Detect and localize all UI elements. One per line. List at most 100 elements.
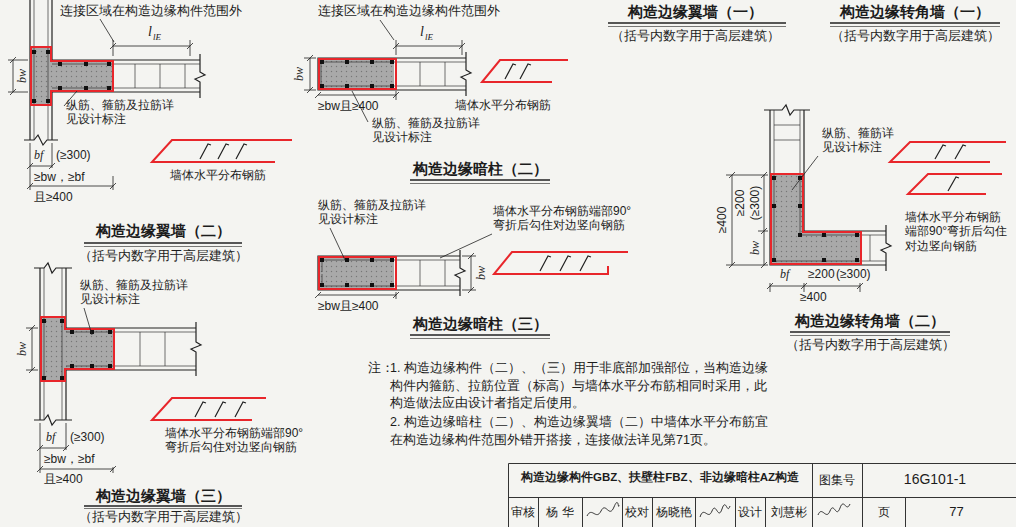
flange-wall-figure [34, 0, 200, 140]
hidden-column-figure [370, 258, 374, 262]
flange-wall-figure [32, 50, 36, 54]
dimension-line [330, 228, 345, 260]
title-underline [608, 23, 1000, 27]
flange-wall-figure [41, 317, 114, 381]
flange-wall-figure [84, 505, 242, 507]
flange-wall-figure [46, 99, 50, 103]
hidden-column-figure [322, 260, 460, 286]
dimension-line [315, 91, 399, 100]
flange-wall-figure [24, 0, 205, 145]
figure-title: 构造边缘转角墙（二） [780, 312, 960, 330]
signature [587, 502, 619, 516]
hidden-column-figure [345, 84, 349, 88]
flange-wall-figure [152, 140, 292, 162]
title-block-cell: 杨 华 [538, 505, 582, 519]
title-underline [608, 22, 1000, 24]
hidden-column-figure [505, 64, 531, 79]
figure-title: 构造边缘翼墙（一） [600, 3, 790, 21]
figure-title: 构造边缘转角墙（一） [820, 3, 1010, 21]
flange-wall-figure [152, 398, 266, 420]
hidden-column-figure [321, 62, 466, 86]
signature [818, 504, 850, 515]
flange-wall-figure [42, 319, 46, 323]
flange-wall-figure [26, 263, 266, 509]
hidden-column-figure [370, 84, 374, 88]
hidden-column-figure [345, 60, 349, 64]
title-block-cell: 构造边缘构件GBZ、扶壁柱FBZ、非边缘暗柱AZ构造 [508, 471, 812, 485]
dimension-label: ≥400 [800, 290, 827, 304]
dimension-line [315, 228, 492, 299]
hidden-column-figure [320, 60, 394, 88]
flange-wall-figure [51, 61, 113, 91]
dimension-label: bf [34, 148, 43, 162]
corner-wall-figure [822, 233, 826, 237]
flange-wall-figure [107, 62, 111, 66]
flange-wall-figure [84, 86, 88, 90]
dimension-label: (≥300) [70, 430, 105, 444]
flange-wall-figure [191, 322, 201, 376]
corner-wall-figure [798, 233, 802, 237]
corner-wall-figure [908, 174, 1002, 194]
callout-text: 纵筋、箍筋及拉筋详见设计标注 [318, 198, 430, 227]
flange-wall-figure [58, 62, 62, 66]
dimension-label: ≥bw且≥400 [318, 99, 379, 113]
flange-wall-figure [60, 319, 64, 323]
callout-text: 墙体水平分布钢筋 [170, 168, 266, 182]
flange-wall-figure [70, 364, 74, 368]
flange-wall-figure [34, 263, 72, 273]
hidden-column-figure [482, 60, 568, 82]
dimension-label: l [420, 24, 424, 41]
callout-text: 连接区域在构造边缘构件范围外 [318, 3, 500, 19]
title-block-cell: 审核 [508, 505, 538, 519]
dimension-line [110, 40, 193, 56]
hidden-column-figure [318, 52, 471, 96]
hidden-column-figure [322, 260, 460, 286]
flange-wall-figure [32, 50, 111, 103]
hidden-column-figure [320, 84, 324, 88]
dimension-label: bf [780, 267, 789, 281]
hidden-column-figure [390, 283, 394, 287]
dimension-line [27, 163, 55, 169]
hidden-column-figure [494, 252, 628, 274]
dimension-line [304, 20, 465, 122]
dimension-label: ≥200 [808, 267, 835, 281]
corner-wall-figure [772, 233, 860, 263]
callout-text: 纵筋、箍筋及拉筋详见设计标注 [372, 116, 484, 145]
callout-text: 墙体水平分布钢筋端部90°弯折后勾住对边竖向钢筋 [493, 204, 638, 233]
hidden-column-figure [345, 258, 349, 262]
dimension-line [8, 19, 193, 190]
figure-title: 构造边缘暗柱（二） [395, 160, 565, 178]
flange-wall-figure [60, 376, 64, 380]
callout-text: 连接区域在构造边缘构件范围外 [60, 3, 242, 19]
title-block [509, 464, 1016, 527]
flange-wall-figure [70, 330, 74, 334]
hidden-column-figure [410, 183, 550, 184]
flange-wall-figure [84, 246, 242, 247]
hidden-column-figure [370, 60, 374, 64]
flange-wall-figure [34, 263, 201, 425]
corner-wall-figure [822, 258, 826, 262]
corner-wall-figure [772, 204, 776, 208]
hidden-column-figure [370, 283, 374, 287]
flange-wall-figure [8, 0, 292, 247]
hidden-column-figure [455, 250, 465, 296]
hidden-column-figure [410, 179, 550, 181]
flange-wall-figure [65, 329, 113, 369]
note-text: 1. 构造边缘构件（二）、（三）用于非底部加强部位，当构造边缘构件内箍筋、拉筋位… [390, 360, 768, 413]
flange-wall-figure [58, 86, 62, 90]
figure-subtitle: （括号内数字用于高层建筑） [820, 28, 1010, 44]
corner-wall-figure [890, 142, 1006, 162]
corner-wall-figure [855, 258, 859, 262]
flange-wall-figure [108, 330, 112, 334]
figure-subtitle: （括号内数字用于高层建筑） [78, 510, 248, 525]
title-block [509, 464, 1016, 527]
dimension-label: ≥bw，≥bf [44, 452, 95, 466]
dimension-line [100, 19, 114, 42]
callout-text: 墙体水平分布钢筋端部90°弯折后勾住对边竖向钢筋 [905, 210, 1009, 253]
dimension-label: (≥300) [56, 148, 91, 162]
hidden-column-figure [390, 258, 394, 262]
dimension-line [30, 143, 113, 190]
hidden-column-figure [320, 60, 324, 64]
flange-wall-figure [195, 402, 246, 417]
